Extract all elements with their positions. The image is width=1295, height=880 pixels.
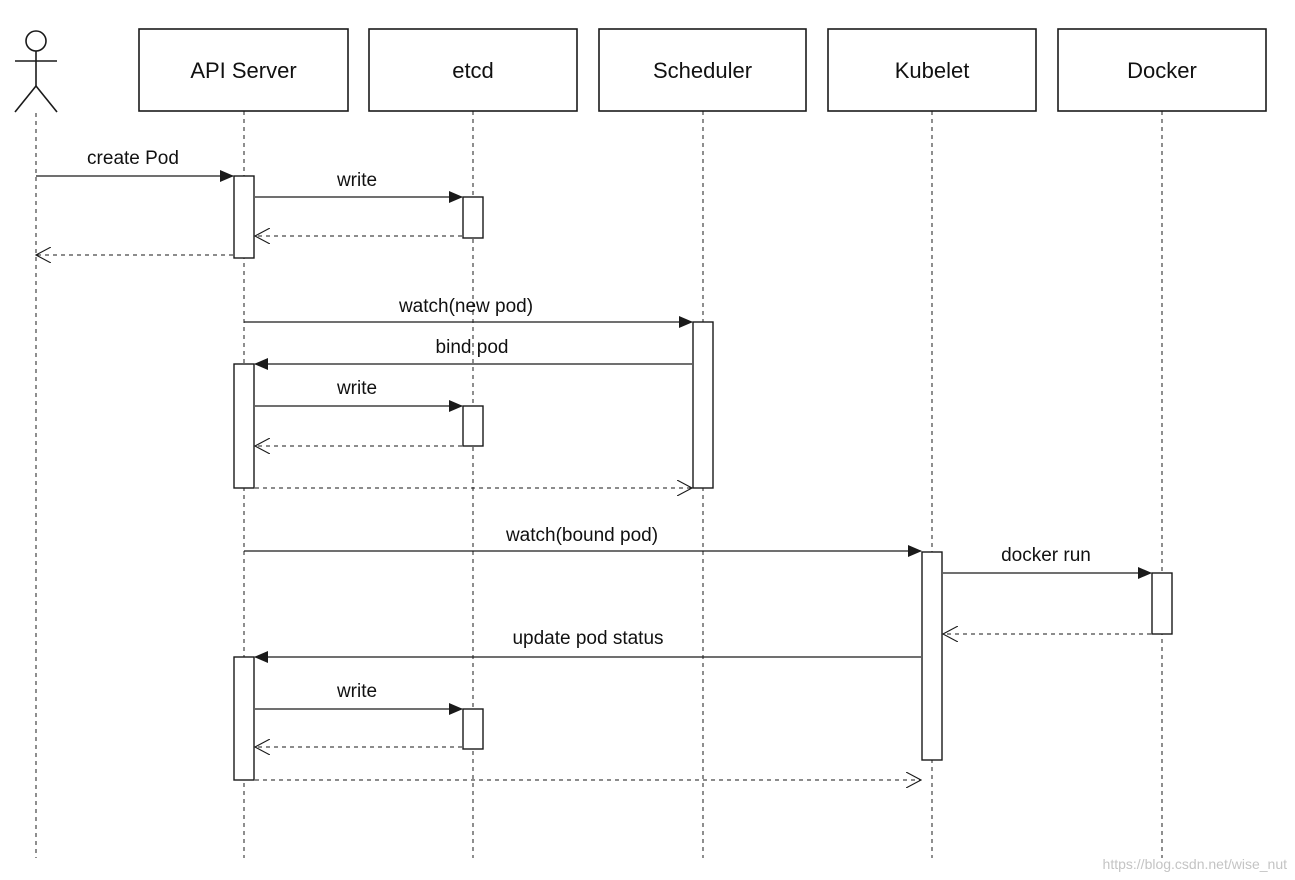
activation-bars bbox=[233, 175, 1173, 781]
activation-bar-api bbox=[233, 656, 255, 781]
activation-bar-etcd bbox=[462, 405, 484, 447]
watermark: https://blog.csdn.net/wise_nut bbox=[1102, 856, 1287, 872]
participant-label: Kubelet bbox=[895, 58, 970, 83]
activation-bar-etcd bbox=[462, 708, 484, 750]
participant-etcd: etcd bbox=[368, 28, 578, 112]
message-label: write bbox=[336, 378, 377, 399]
message-label: write bbox=[336, 170, 377, 191]
participant-box bbox=[1057, 28, 1267, 112]
actor-icon bbox=[14, 30, 58, 113]
messages: create Pod write watch(new pod) bind pod wri… bbox=[36, 148, 1152, 780]
participant-box bbox=[598, 28, 807, 112]
participant-sched: Scheduler bbox=[598, 28, 807, 112]
lifelines bbox=[35, 111, 1163, 858]
activation-bar-sched bbox=[692, 321, 714, 489]
message-label: write bbox=[336, 681, 377, 702]
participant-label: etcd bbox=[452, 58, 494, 83]
message-label: watch(bound pod) bbox=[505, 525, 658, 546]
message-label: update pod status bbox=[512, 628, 663, 649]
activation-bar-api bbox=[233, 363, 255, 489]
participant-box bbox=[827, 28, 1037, 112]
message-label: docker run bbox=[1001, 545, 1091, 566]
participant-label: Docker bbox=[1127, 58, 1197, 83]
participant-box bbox=[368, 28, 578, 112]
activation-bar-docker bbox=[1151, 572, 1173, 635]
activation-bar-api bbox=[233, 175, 255, 259]
message-label: create Pod bbox=[87, 148, 179, 169]
activation-bar-etcd bbox=[462, 196, 484, 239]
participant-docker: Docker bbox=[1057, 28, 1267, 112]
message-label: bind pod bbox=[436, 337, 509, 358]
participant-headers: API Server etcd Scheduler Kubelet Docker bbox=[14, 28, 1267, 113]
participant-api: API Server bbox=[138, 28, 349, 112]
participant-label: Scheduler bbox=[653, 58, 752, 83]
participant-label: API Server bbox=[190, 58, 296, 83]
message-label: watch(new pod) bbox=[398, 296, 533, 317]
participant-kubelet: Kubelet bbox=[827, 28, 1037, 112]
participant-box bbox=[138, 28, 349, 112]
activation-bar-kubelet bbox=[921, 551, 943, 761]
